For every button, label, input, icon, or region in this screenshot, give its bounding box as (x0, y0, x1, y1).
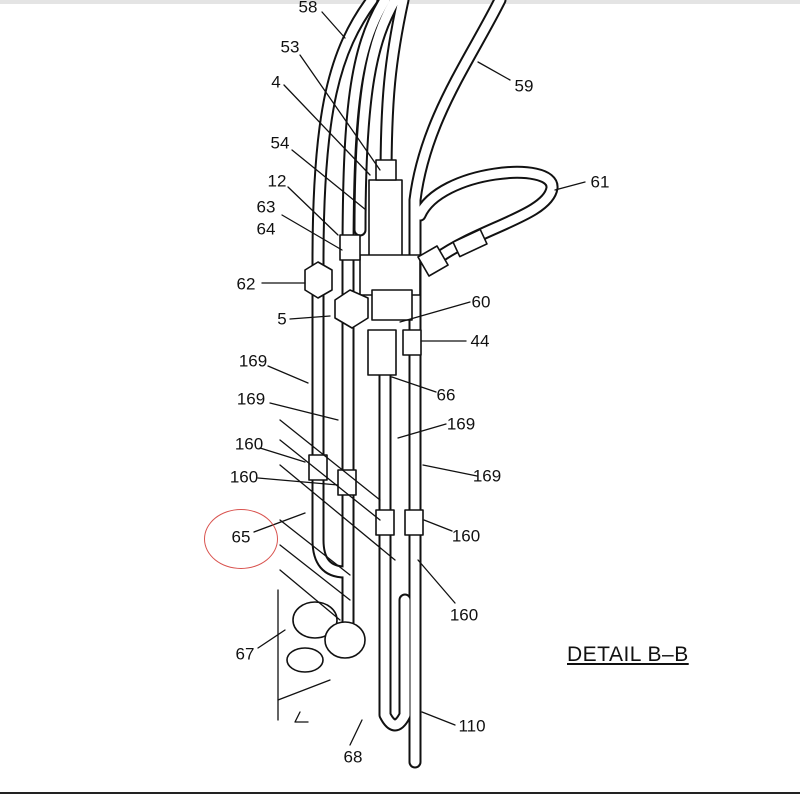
callout-12: 12 (267, 171, 287, 191)
callout-4: 4 (271, 72, 281, 92)
detail-title: DETAIL B–B (567, 643, 689, 666)
highlight-circle (204, 509, 278, 569)
callout-169: 169 (472, 466, 502, 486)
manifold-block (359, 254, 421, 296)
callout-63: 63 (256, 197, 276, 217)
callout-64: 64 (256, 219, 276, 239)
callout-62: 62 (236, 274, 256, 294)
bottom-border (0, 792, 800, 794)
callout-65: 65 (231, 527, 251, 547)
callout-67: 67 (235, 644, 255, 664)
callout-160: 160 (449, 605, 479, 625)
callout-5: 5 (277, 309, 287, 329)
leader-lines (253, 11, 586, 746)
callout-160: 160 (229, 467, 259, 487)
elbow-67 (292, 601, 338, 639)
callout-169: 169 (236, 389, 266, 409)
callout-61: 61 (590, 172, 610, 192)
callout-68: 68 (343, 747, 363, 767)
callout-169: 169 (446, 414, 476, 434)
callout-53: 53 (280, 37, 300, 57)
callout-169: 169 (238, 351, 268, 371)
fittings (286, 159, 488, 673)
callout-58: 58 (298, 0, 318, 17)
callout-160: 160 (234, 434, 264, 454)
callout-66: 66 (436, 385, 456, 405)
valve-body (368, 179, 403, 261)
callout-110: 110 (458, 716, 486, 736)
fitting-5 (334, 289, 369, 329)
callout-59: 59 (514, 76, 534, 96)
callout-160: 160 (451, 526, 481, 546)
callout-54: 54 (270, 133, 290, 153)
fitting-62 (304, 261, 333, 299)
callout-60: 60 (471, 292, 491, 312)
callout-44: 44 (470, 331, 490, 351)
wall-hatching (277, 419, 396, 723)
